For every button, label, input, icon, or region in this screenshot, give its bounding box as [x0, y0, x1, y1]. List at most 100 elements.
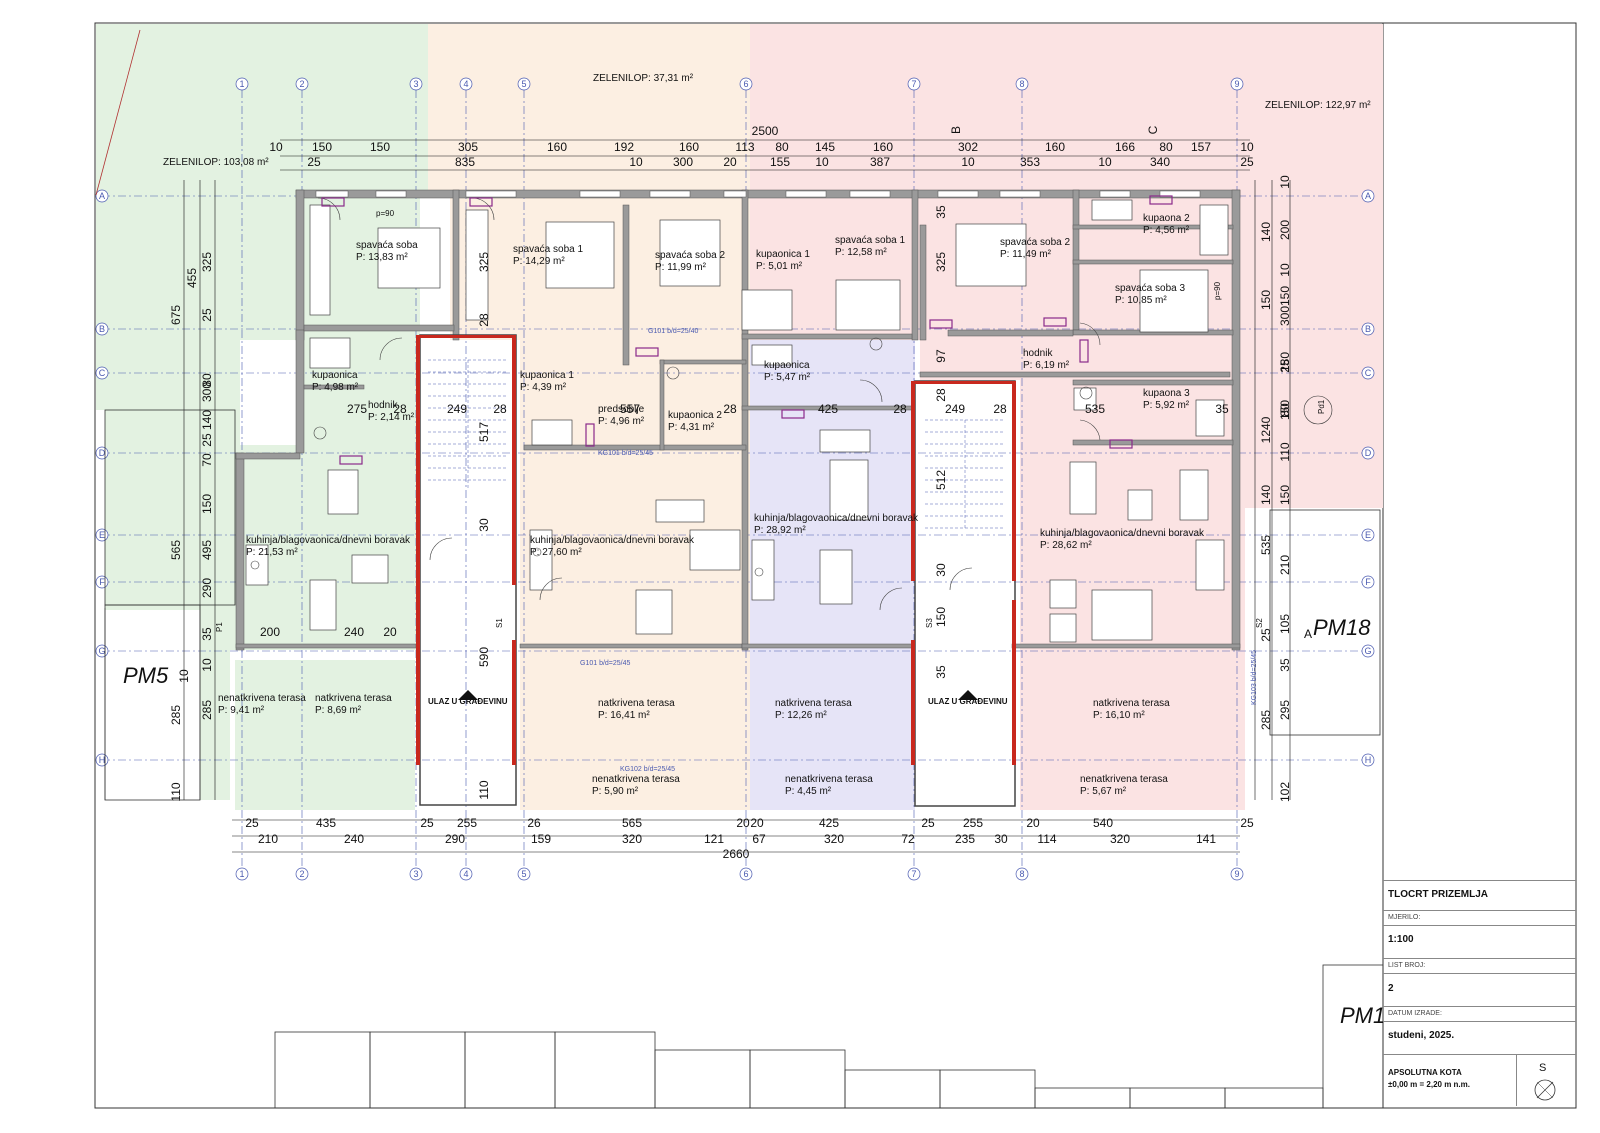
grid-axis-label: G: [1364, 646, 1371, 656]
dimension-label: 300: [673, 155, 693, 169]
dimension-label: 160: [1045, 140, 1065, 154]
dimension-label: 30: [934, 563, 948, 577]
dimension-label: 290: [200, 578, 214, 598]
grid-axis-label: 9: [1234, 79, 1239, 89]
dimension-label: 240: [344, 832, 364, 846]
grid-axis-label: F: [99, 577, 105, 587]
dimension-label: 425: [819, 816, 839, 830]
dimension-label: 35: [1278, 658, 1292, 672]
dimension-label: 28: [477, 313, 491, 327]
room-name: spavaća soba 1: [835, 235, 906, 246]
dimension-label: 20: [750, 816, 764, 830]
dimension-label: 320: [824, 832, 844, 846]
dimension-label: 72: [901, 832, 915, 846]
zone-label-green: ZELENILOP: 103,08 m²: [163, 157, 269, 168]
dimension-label: 25: [1240, 816, 1254, 830]
grid-axis-label: D: [99, 448, 106, 458]
drawing-title: TLOCRT PRIZEMLJA: [1388, 889, 1488, 900]
dimension-label: 305: [458, 140, 478, 154]
title-block: TLOCRT PRIZEMLJA MJERILO: 1:100 LIST BRO…: [1383, 880, 1576, 1106]
room-name: nenatkrivena terasa: [785, 774, 873, 785]
grid-axis-label: A: [1365, 191, 1371, 201]
dimension-label: 565: [169, 540, 183, 560]
dimension-label: 249: [945, 402, 965, 416]
room-name: kuhinja/blagovaonica/dnevni boravak: [530, 535, 695, 546]
dimension-label: 675: [169, 305, 183, 325]
grid-axis-label: 7: [911, 79, 916, 89]
date-label: DATUM IZRADE:: [1388, 1010, 1442, 1017]
room-name: kupaonica 2: [668, 410, 722, 421]
dimension-label: 240: [344, 625, 364, 639]
dimension-label: 20: [723, 155, 737, 169]
abs-value: ±0,00 m = 2,20 m n.m.: [1388, 1080, 1470, 1089]
dimension-label: 150: [312, 140, 332, 154]
dimension-label: 25: [1240, 155, 1254, 169]
room-area: P: 9,41 m²: [218, 705, 265, 716]
room-name: kuhinja/blagovaonica/dnevni boravak: [1040, 528, 1205, 539]
room-name: kupaonica 1: [756, 249, 810, 260]
room-area: P: 2,14 m²: [368, 412, 415, 423]
room-area: P: 11,99 m²: [655, 262, 706, 273]
dimension-label: 180: [1278, 352, 1292, 372]
entrance-label: ULAZ U GRAĐEVINU: [928, 697, 1008, 706]
grid-axis-label: 1: [239, 869, 244, 879]
parking-label: PM1: [1340, 1003, 1386, 1028]
room-area: P: 12,58 m²: [835, 247, 887, 258]
room-name: natkrivena terasa: [315, 693, 392, 704]
dimension-label: 320: [622, 832, 642, 846]
dimension-label: 235: [955, 832, 975, 846]
grid-axis-label: D: [1365, 448, 1372, 458]
dimension-label: 80: [1159, 140, 1173, 154]
room-name: spavaća soba 1: [513, 244, 584, 255]
room-area: P: 16,41 m²: [598, 710, 650, 721]
dimension-label: 540: [1093, 816, 1113, 830]
grid-axis-label: 2: [299, 869, 304, 879]
room-name: kupaona 3: [1143, 388, 1190, 399]
room-area: P: 16,10 m²: [1093, 710, 1145, 721]
room-area: P: 28,92 m²: [754, 525, 806, 536]
room-name: hodnik: [1023, 348, 1053, 359]
dimension-label: 150: [1259, 290, 1273, 310]
grid-axis-label: E: [99, 530, 105, 540]
grid-axis-label: E: [1365, 530, 1371, 540]
dimension-label: 150: [1278, 286, 1292, 306]
room-area: P: 4,98 m²: [312, 382, 359, 393]
room-area: P: 5,92 m²: [1143, 400, 1190, 411]
parking-label: PM5: [123, 663, 169, 688]
room-area: P: 6,19 m²: [1023, 360, 1070, 371]
grid-axis-label: 5: [521, 869, 526, 879]
dimension-label: 295: [1278, 700, 1292, 720]
dimension-label: 10: [177, 669, 191, 683]
dimension-label: 26: [527, 816, 541, 830]
dimension-label: 110: [477, 780, 491, 799]
north-arrow: S: [1516, 1054, 1577, 1106]
dimension-label: 25: [921, 816, 935, 830]
dimension-label: 25: [420, 816, 434, 830]
dimension-label: 30: [477, 518, 491, 532]
grid-axis-label: 4: [463, 79, 468, 89]
room-name: spavaća soba: [356, 240, 418, 251]
dimension-label: 150: [1278, 485, 1292, 505]
grid-axis-label: 5: [521, 79, 526, 89]
dimension-label: 67: [752, 832, 766, 846]
dimension-label: 160: [547, 140, 567, 154]
dimension-label: 10: [200, 658, 214, 672]
dimension-label: 80: [1278, 403, 1292, 417]
dimension-label: 512: [934, 470, 948, 490]
dimension-label: 290: [445, 832, 465, 846]
date-value: studeni, 2025.: [1388, 1030, 1455, 1041]
dimension-label: 255: [963, 816, 983, 830]
dimension-label: 2660: [723, 847, 750, 861]
dimension-label: 517: [477, 422, 491, 442]
dimension-label: 150: [370, 140, 390, 154]
room-name: kupaona 2: [1143, 213, 1190, 224]
